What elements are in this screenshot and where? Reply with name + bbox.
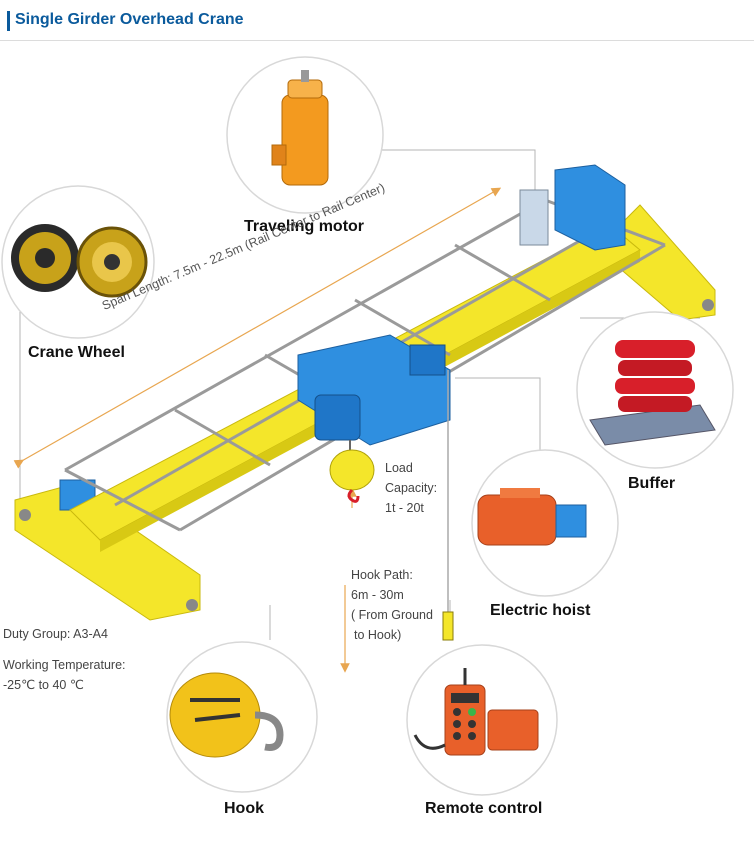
span-length-arrow bbox=[13, 187, 502, 469]
label-hook: Hook bbox=[224, 800, 264, 817]
end-carriage-left bbox=[14, 479, 201, 621]
hook-path-line-2: 6m - 30m bbox=[351, 588, 404, 602]
duty-group-note: Duty Group: A3-A4 bbox=[3, 627, 108, 641]
page-title: Single Girder Overhead Crane bbox=[15, 11, 244, 28]
label-crane-wheel: Crane Wheel bbox=[28, 344, 125, 361]
hook-path-line-3: ( From Ground bbox=[351, 608, 433, 622]
circle-electric-hoist bbox=[471, 449, 619, 597]
load-capacity-line-1: Load bbox=[385, 461, 413, 475]
load-capacity-line-3: 1t - 20t bbox=[385, 501, 424, 515]
circle-buffer bbox=[576, 311, 734, 469]
circle-traveling-motor bbox=[226, 56, 384, 214]
page-header: Single Girder Overhead Crane bbox=[0, 0, 754, 41]
label-electric-hoist: Electric hoist bbox=[490, 602, 591, 619]
working-temperature-label: Working Temperature: bbox=[3, 658, 126, 672]
label-remote-control: Remote control bbox=[425, 800, 543, 817]
control-cabinet bbox=[519, 164, 626, 251]
working-temperature-value: -25℃ to 40 ℃ bbox=[3, 678, 84, 692]
load-capacity-line-2: Capacity: bbox=[385, 481, 438, 495]
label-buffer: Buffer bbox=[628, 475, 676, 492]
hook-path-line-1: Hook Path: bbox=[351, 568, 413, 582]
leader-traveling-motor bbox=[380, 149, 536, 190]
load-capacity-note: Load Capacity: 1t - 20t bbox=[385, 458, 437, 518]
label-traveling-motor: Traveling motor bbox=[244, 218, 365, 235]
hook-path-note: Hook Path: 6m - 30m ( From Ground to Hoo… bbox=[351, 565, 433, 645]
circle-crane-wheel bbox=[1, 185, 155, 339]
header-accent-bar bbox=[7, 11, 10, 31]
leader-electric-hoist bbox=[455, 377, 541, 450]
hook-path-line-4: to Hook) bbox=[354, 628, 402, 642]
circle-remote-control bbox=[406, 644, 558, 796]
trolley-hoist bbox=[297, 334, 454, 641]
circle-hook bbox=[166, 641, 318, 793]
